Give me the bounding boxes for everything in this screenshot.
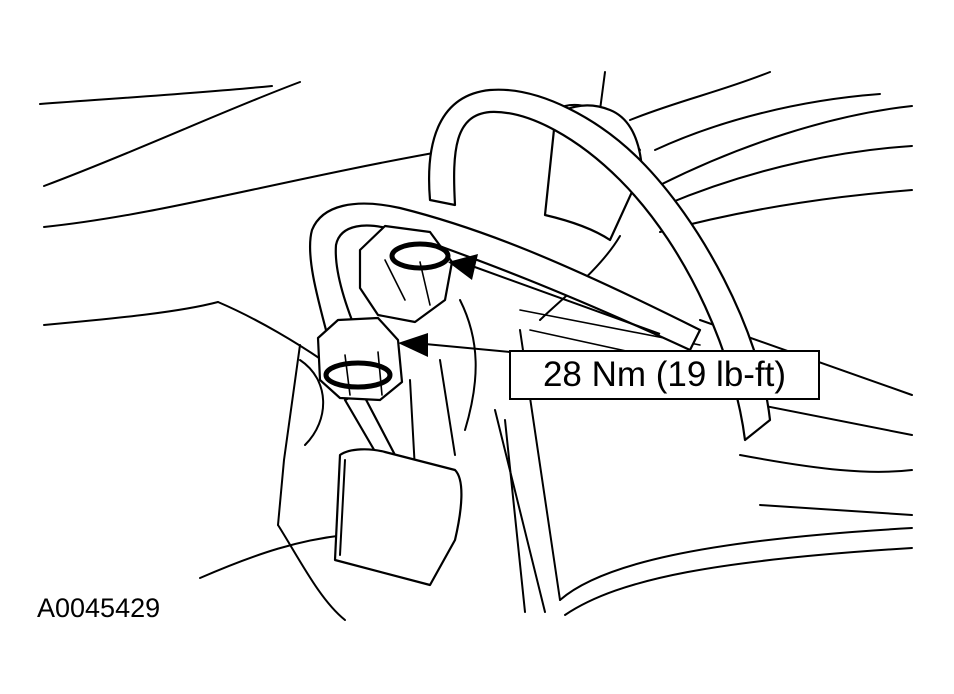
background-linework: [39, 71, 913, 621]
upper-tube-nut: [358, 224, 454, 324]
torque-callout-box: 28 Nm (19 lb-ft): [509, 350, 820, 400]
callout-arrows: [398, 254, 661, 357]
fitting-body: [333, 448, 463, 587]
fuel-line-loop: [428, 88, 772, 442]
lower-tube-nut: [316, 316, 404, 402]
figure-id-label: A0045429: [37, 593, 161, 623]
